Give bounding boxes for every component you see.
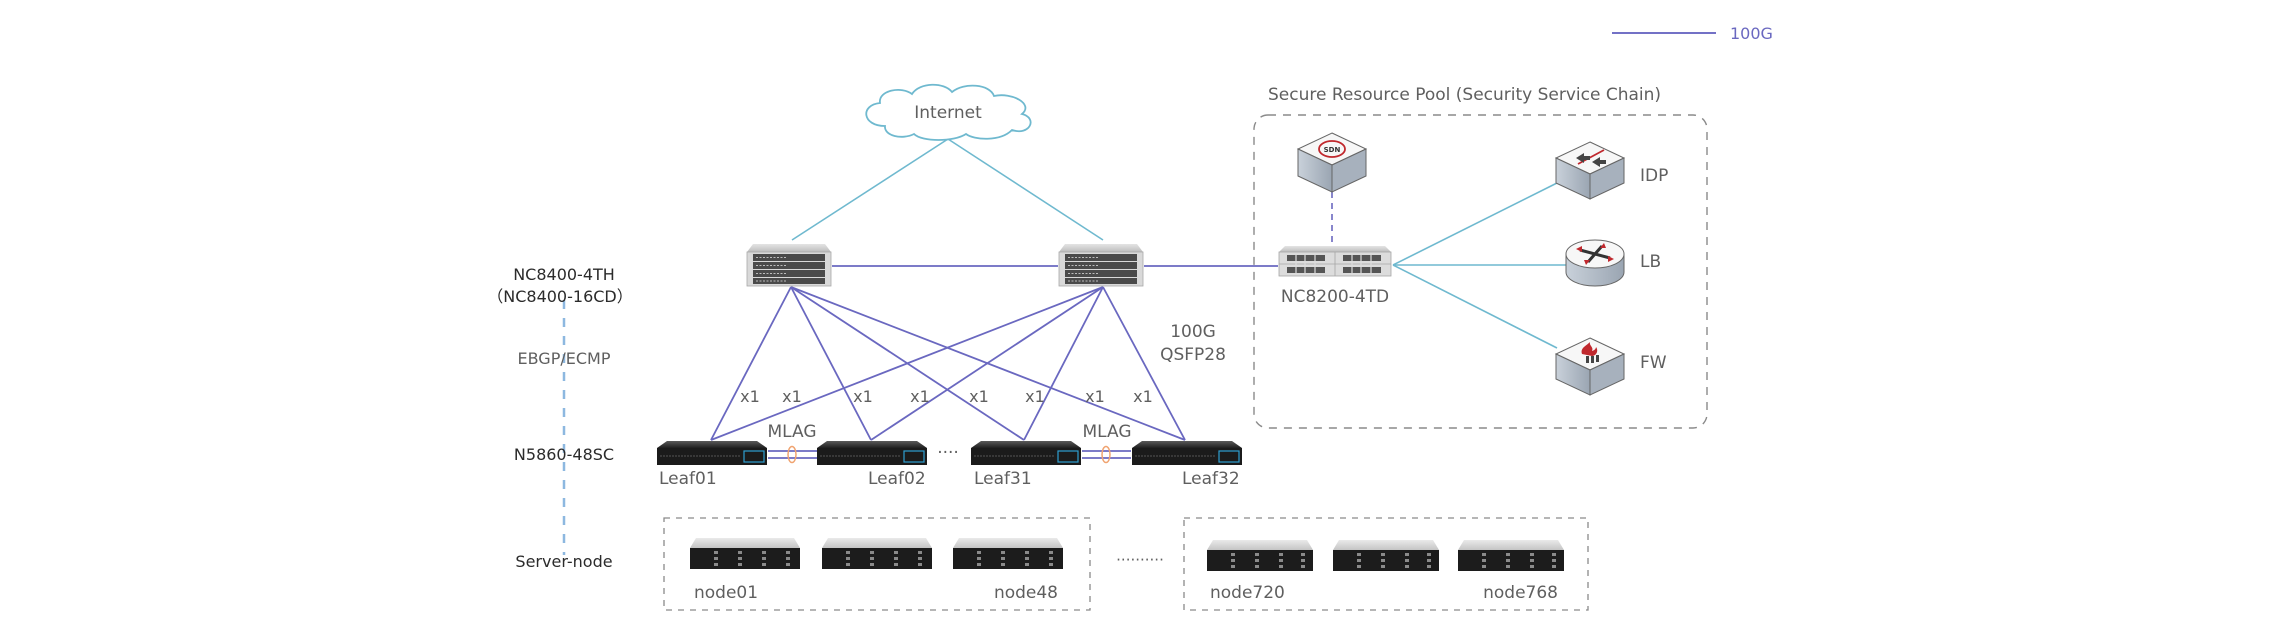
server-node[interactable]: [1458, 540, 1564, 571]
uplink-internet-spine-1: [791, 138, 949, 241]
link-spine-1-leaf01: [710, 286, 792, 441]
multiplicity-label: x1: [853, 387, 873, 406]
multiplicity-label: x1: [782, 387, 802, 406]
spine-switch-1[interactable]: [746, 244, 832, 287]
service-label: LB: [1640, 252, 1661, 272]
server-rack-icon: [822, 538, 932, 569]
link-spine-1-leaf02: [790, 286, 872, 441]
security-pool-border: [1253, 114, 1708, 429]
mlag-ring-icon: [787, 445, 797, 464]
service-lb[interactable]: LB: [1565, 239, 1661, 287]
internet-label: Internet: [914, 103, 982, 123]
mlag-label-1: MLAG: [767, 422, 816, 442]
gateway-switch-icon: [1278, 246, 1392, 277]
sdn-badge: SDN: [1324, 146, 1341, 154]
multiplicity-label: x1: [740, 387, 760, 406]
leaf-label: Leaf02: [868, 469, 926, 489]
server-first-label: node01: [694, 583, 758, 603]
leaf-label: Leaf32: [1182, 469, 1240, 489]
server-node[interactable]: [953, 538, 1063, 569]
server-rack-icon: [953, 538, 1063, 569]
server-rack-icon: [1458, 540, 1564, 571]
link-speed-label: 100G: [1170, 322, 1216, 342]
link-gateway-idp: [1392, 182, 1558, 266]
tier-label-spine-model: NC8400-4TH: [513, 265, 615, 284]
gateway-label: NC8200-4TD: [1281, 287, 1389, 307]
cloud-icon: [865, 83, 1032, 141]
server-rack-icon: [690, 538, 800, 569]
server-node[interactable]: [690, 538, 800, 569]
firewall-icon: [1554, 337, 1626, 396]
tier-label-server: Server-node: [515, 552, 612, 571]
mlag-ring-icon: [1101, 445, 1111, 464]
spine-switch-2[interactable]: [1058, 244, 1144, 287]
server-last-label: node48: [994, 583, 1058, 603]
leaf-label: Leaf01: [659, 469, 717, 489]
service-fw[interactable]: FW: [1554, 337, 1667, 396]
server-group-border: [663, 517, 1091, 611]
server-group-2: node720 node768: [1183, 517, 1589, 611]
leaf-switch-leaf02[interactable]: Leaf02: [817, 441, 927, 489]
spine-leaf-fabric: [710, 286, 1186, 441]
server-node[interactable]: [822, 538, 932, 569]
leaf-switch-icon: [1132, 441, 1242, 465]
mlag-peer-link-2: [1082, 445, 1131, 464]
tier-label-routing: EBGP/ECMP: [518, 349, 611, 368]
tier-label-spine-alt-model: （NC8400-16CD）: [487, 287, 633, 306]
multiplicity-label: x1: [969, 387, 989, 406]
link-spine-2-leaf02: [870, 286, 1104, 441]
leaf-switch-leaf01[interactable]: Leaf01: [657, 441, 767, 489]
multiplicity-label: x1: [910, 387, 930, 406]
service-label: IDP: [1640, 166, 1668, 186]
multiplicity-label: x1: [1025, 387, 1045, 406]
mlag-label-2: MLAG: [1082, 422, 1131, 442]
server-group-ellipsis: ··········: [1116, 551, 1164, 569]
leaf-label: Leaf31: [974, 469, 1032, 489]
server-first-label: node720: [1210, 583, 1285, 603]
sdn-controller-icon: SDN: [1296, 132, 1368, 193]
link-spine-2-leaf01: [710, 286, 1104, 441]
server-node[interactable]: [1333, 540, 1439, 571]
leaf-switch-icon: [817, 441, 927, 465]
server-rack-icon: [1333, 540, 1439, 571]
server-group-border: [1183, 517, 1589, 611]
server-rack-icon: [1207, 540, 1313, 571]
gateway-switch[interactable]: NC8200-4TD: [1278, 246, 1392, 307]
multiplicity-label: x1: [1085, 387, 1105, 406]
chassis-switch-icon: [1058, 244, 1144, 287]
leaf-switch-leaf32[interactable]: Leaf32: [1132, 441, 1242, 489]
internet-cloud: Internet: [865, 83, 1032, 141]
server-group-1: node01 node48: [663, 517, 1091, 611]
multiplicity-label: x1: [1133, 387, 1153, 406]
link-multiplicity-labels: x1 x1 x1 x1 x1 x1 x1 x1: [740, 387, 1153, 406]
legend: 100G: [1612, 24, 1773, 43]
mlag-peer-link-1: [768, 445, 817, 464]
leaf-ellipsis: ····: [937, 443, 959, 463]
chassis-switch-icon: [746, 244, 832, 287]
server-last-label: node768: [1483, 583, 1558, 603]
sdn-controller[interactable]: SDN: [1296, 132, 1368, 193]
link-spine-2-leaf31: [1023, 286, 1104, 441]
leaf-switch-leaf31[interactable]: Leaf31: [971, 441, 1081, 489]
security-pool: Secure Resource Pool (Security Service C…: [1253, 85, 1708, 429]
link-gateway-fw: [1392, 264, 1558, 349]
uplink-internet-spine-2: [947, 138, 1104, 241]
leaf-switch-icon: [657, 441, 767, 465]
load-balancer-icon: [1565, 239, 1625, 287]
legend-label: 100G: [1730, 24, 1773, 43]
idp-appliance-icon: [1554, 141, 1626, 200]
leaf-switch-icon: [971, 441, 1081, 465]
link-optic-label: QSFP28: [1160, 345, 1226, 365]
service-idp[interactable]: IDP: [1554, 141, 1668, 200]
tier-label-leaf-model: N5860-48SC: [514, 445, 614, 464]
service-label: FW: [1640, 353, 1667, 373]
link-spine-2-leaf32: [1102, 286, 1186, 441]
security-pool-title: Secure Resource Pool (Security Service C…: [1268, 85, 1661, 105]
server-node[interactable]: [1207, 540, 1313, 571]
